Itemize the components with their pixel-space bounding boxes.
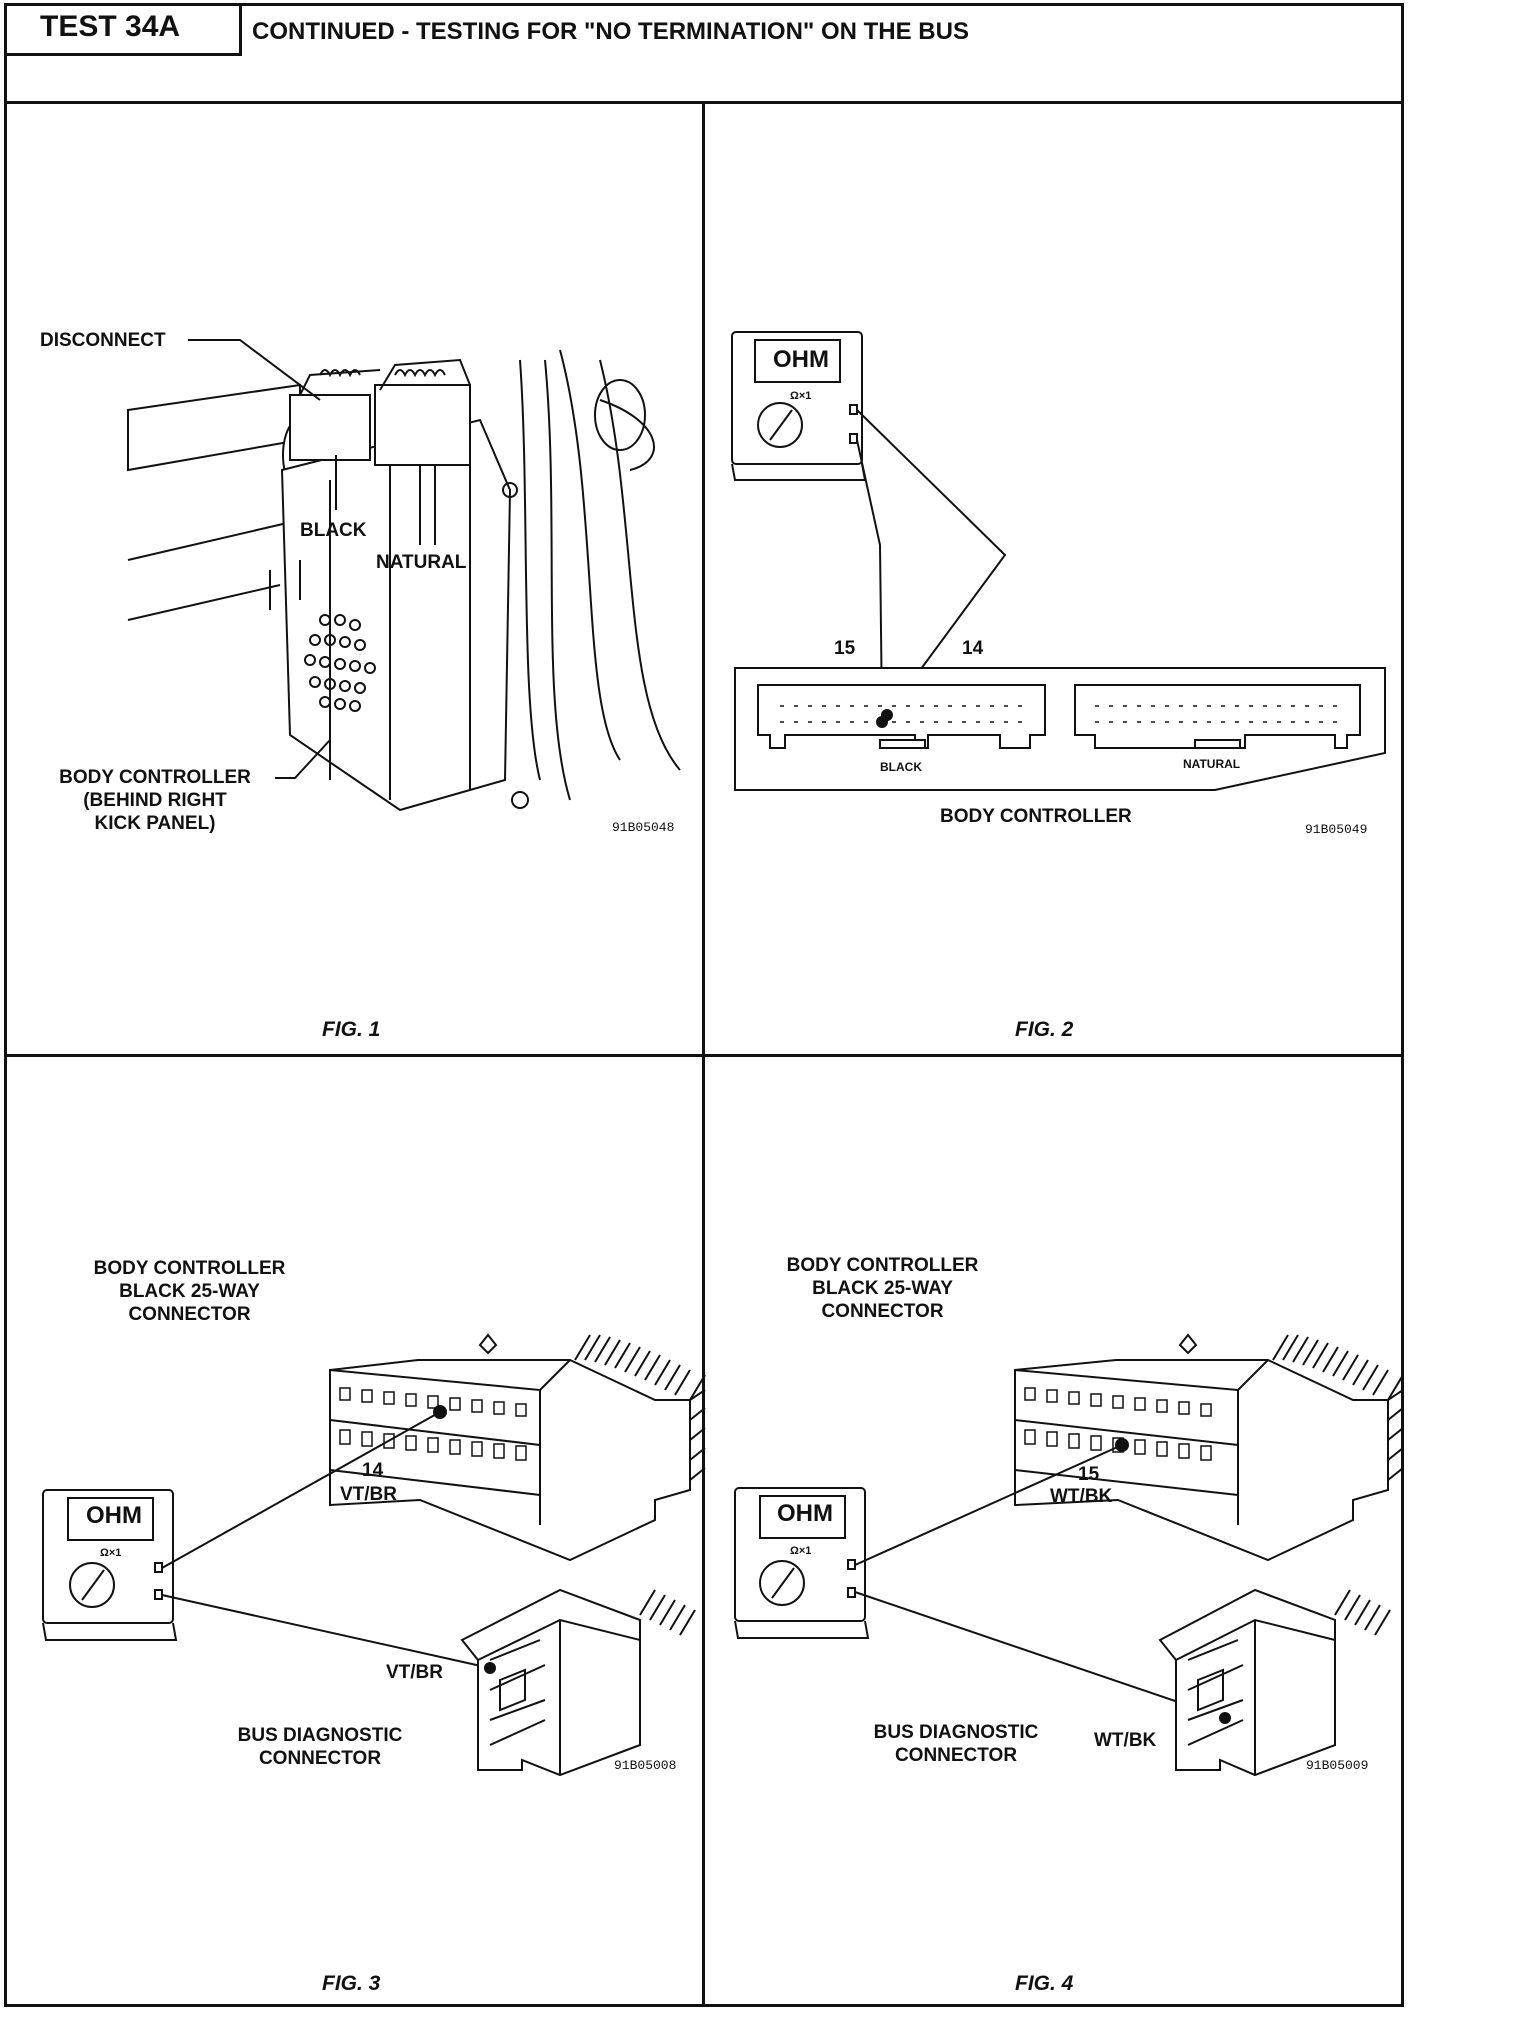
fig4-range: Ω×1 bbox=[790, 1545, 812, 1557]
fig4-pin-label: 15 bbox=[1078, 1464, 1100, 1485]
fig2-code: 91B05049 bbox=[1305, 822, 1368, 837]
fig4-bus-diagnostic-label: BUS DIAGNOSTIC CONNECTOR bbox=[873, 1722, 1039, 1766]
fig2-pin14-label: 14 bbox=[962, 638, 984, 659]
fig3-wire-label-top: VT/BR bbox=[340, 1484, 397, 1505]
fig4-drawing bbox=[734, 1333, 1404, 1777]
fig1-code: 91B05048 bbox=[612, 820, 675, 835]
fig2-body-controller-label: BODY CONTROLLER bbox=[940, 806, 1132, 827]
fig4-ohm-display: OHM bbox=[777, 1500, 833, 1527]
column-divider bbox=[702, 101, 705, 2007]
fig1-drawing bbox=[127, 339, 681, 812]
fig3-range: Ω×1 bbox=[100, 1547, 122, 1559]
fig3-ohm-display: OHM bbox=[86, 1502, 142, 1529]
fig2-range: Ω×1 bbox=[790, 390, 812, 402]
fig1-natural-label: NATURAL bbox=[376, 552, 467, 573]
fig2-ohm-display: OHM bbox=[773, 346, 829, 373]
fig2-black-label: BLACK bbox=[880, 760, 922, 774]
fig1-disconnect-label: DISCONNECT bbox=[40, 330, 166, 351]
fig3-bus-diagnostic-label: BUS DIAGNOSTIC CONNECTOR bbox=[237, 1725, 403, 1769]
fig4-wire-label-top: WT/BK bbox=[1050, 1486, 1113, 1507]
fig4-caption: FIG. 4 bbox=[1015, 1972, 1074, 1995]
fig3-wire-label-bottom: VT/BR bbox=[386, 1662, 443, 1683]
test-id: TEST 34A bbox=[4, 3, 242, 56]
fig2-caption: FIG. 2 bbox=[1015, 1018, 1074, 1041]
fig3-caption: FIG. 3 bbox=[322, 1972, 381, 1995]
fig1-caption: FIG. 1 bbox=[322, 1018, 381, 1041]
fig2-natural-label: NATURAL bbox=[1183, 757, 1241, 771]
fig4-connector-label: BODY CONTROLLER BLACK 25-WAY CONNECTOR bbox=[786, 1255, 979, 1322]
fig2-drawing bbox=[731, 331, 1386, 791]
page-title: CONTINUED - TESTING FOR "NO TERMINATION"… bbox=[252, 18, 969, 45]
fig2-pin15-label: 15 bbox=[834, 638, 856, 659]
fig3-drawing bbox=[42, 1333, 706, 1777]
fig3-code: 91B05008 bbox=[614, 1758, 677, 1773]
fig4-wire-label-bottom: WT/BK bbox=[1094, 1730, 1157, 1751]
fig3-connector-label: BODY CONTROLLER BLACK 25-WAY CONNECTOR bbox=[93, 1258, 286, 1325]
fig1-black-label: BLACK bbox=[300, 520, 367, 541]
fig3-pin-label: 14 bbox=[362, 1460, 384, 1481]
fig4-code: 91B05009 bbox=[1306, 1758, 1369, 1773]
fig1-body-controller-label: BODY CONTROLLER (BEHIND RIGHT KICK PANEL… bbox=[59, 767, 251, 834]
fig1-vent-holes bbox=[304, 614, 376, 712]
